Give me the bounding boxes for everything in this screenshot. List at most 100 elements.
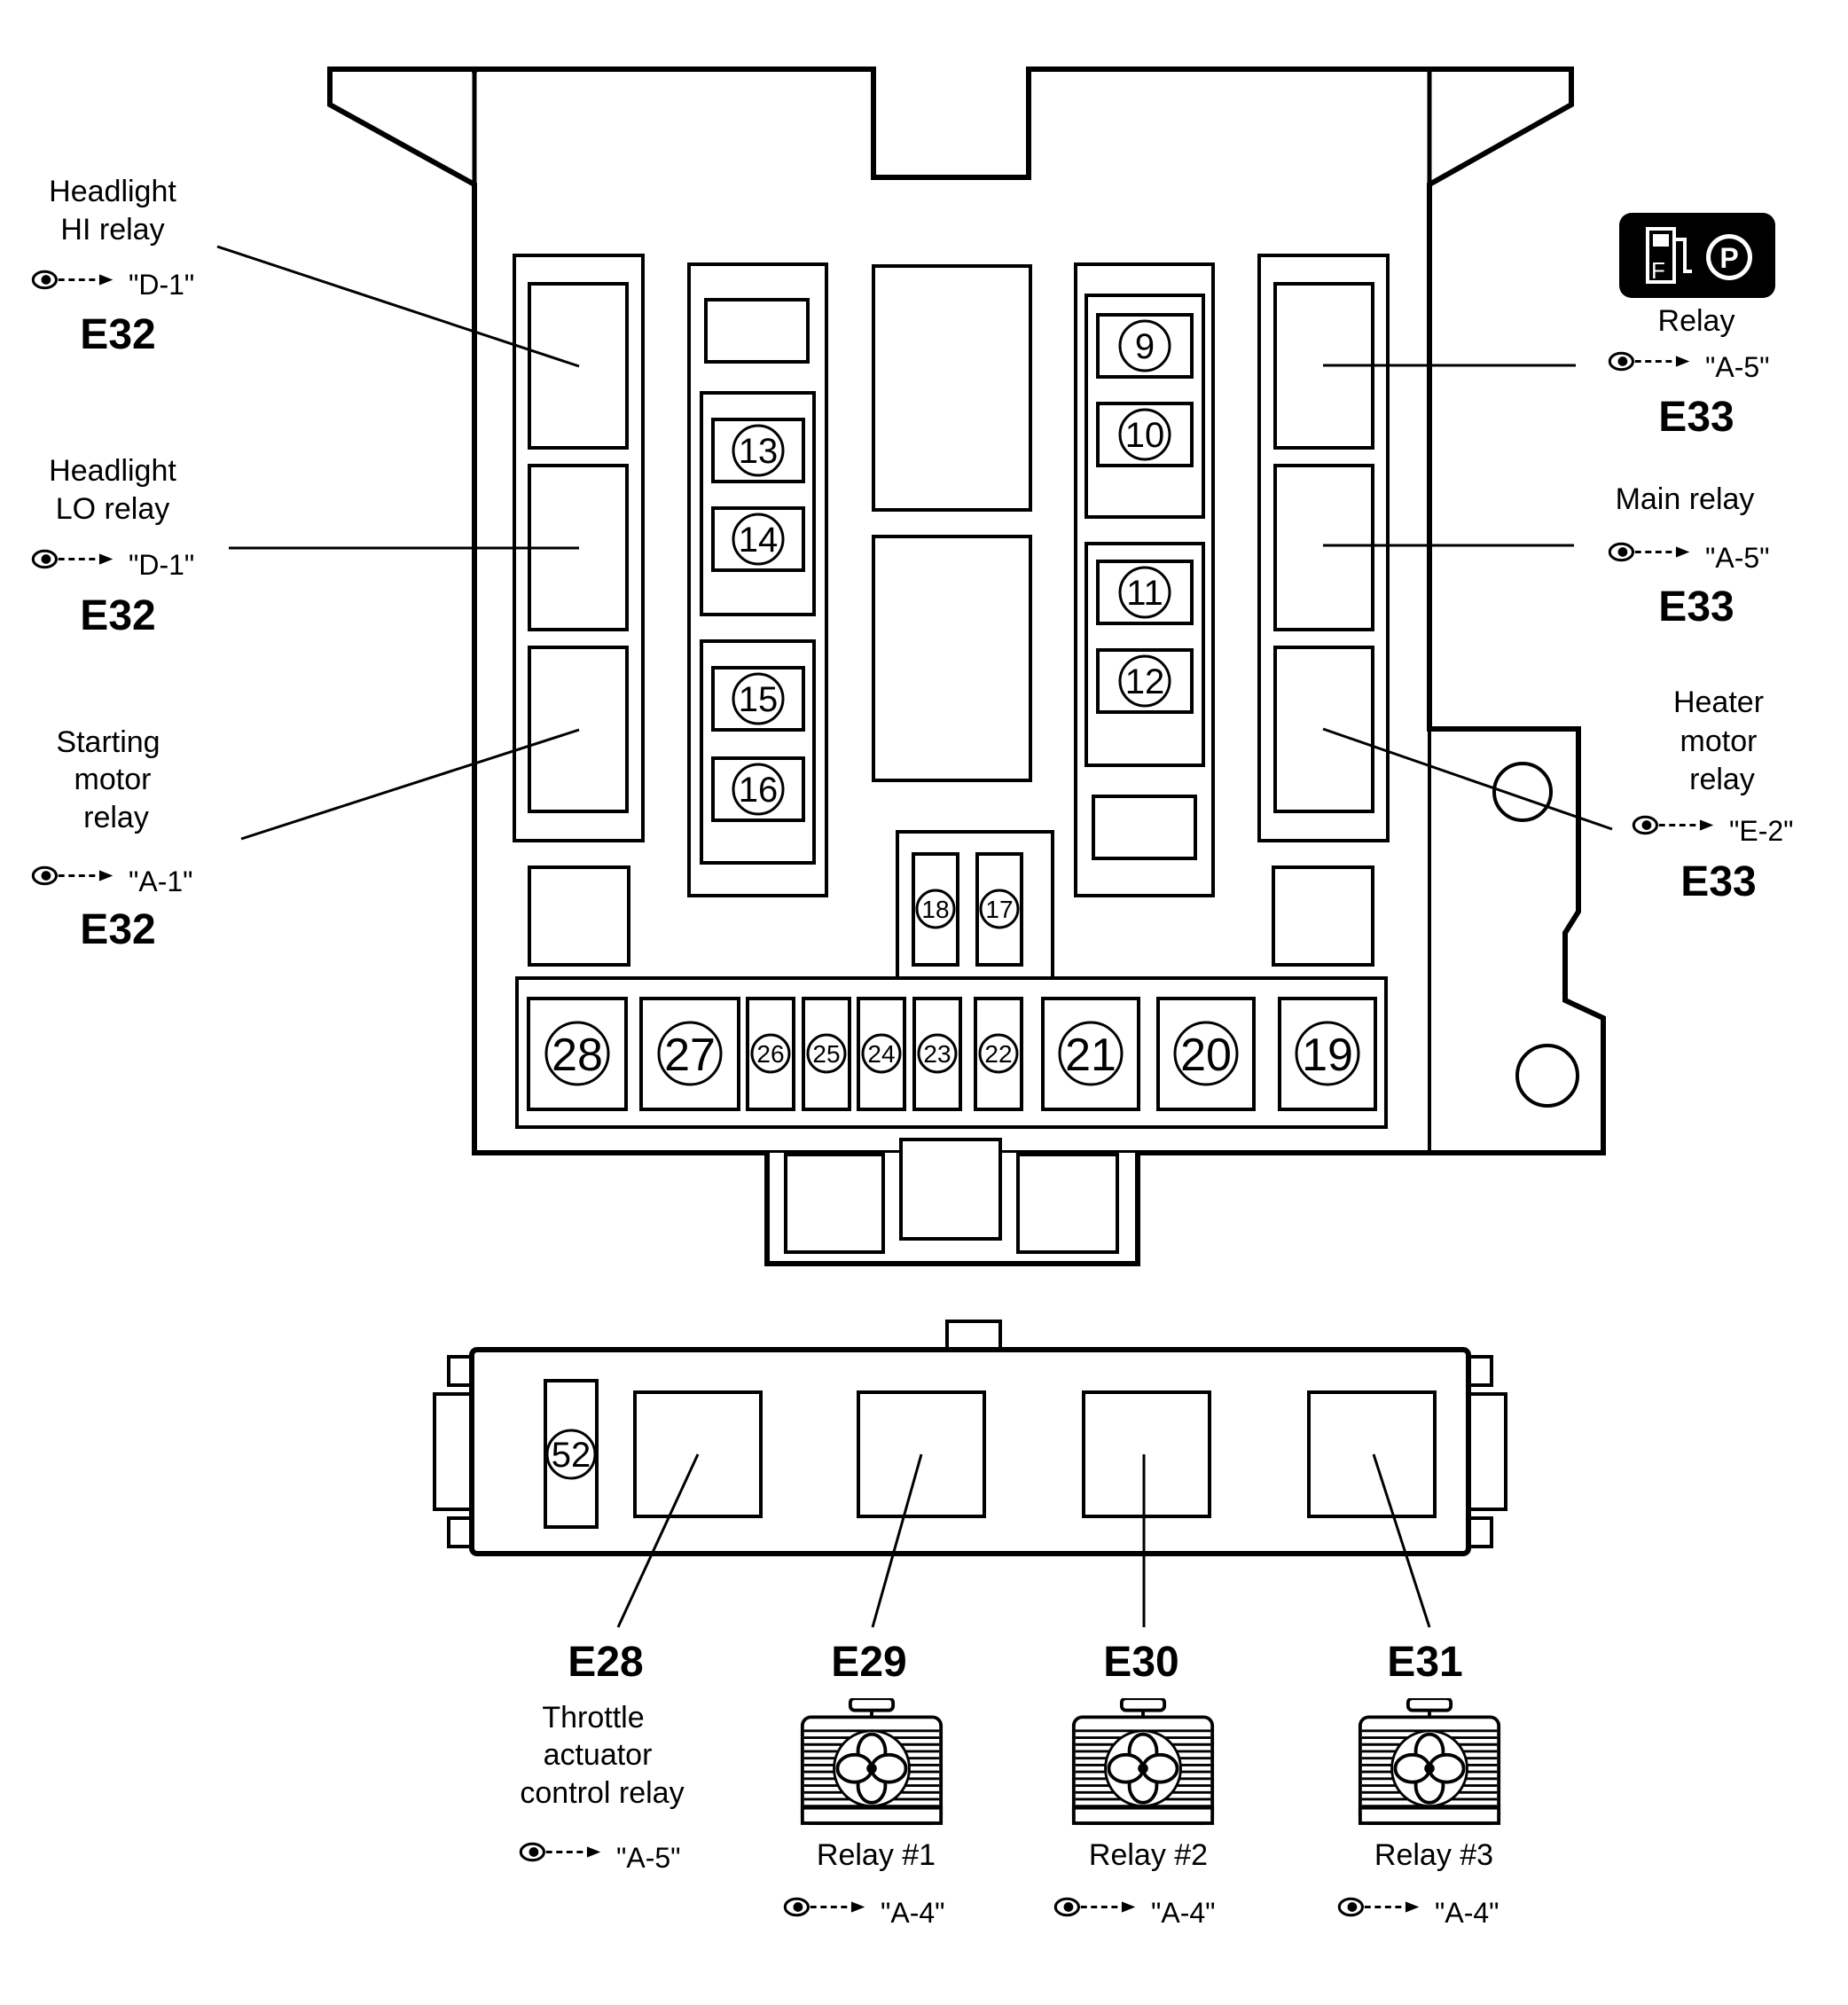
fuse-14: 14 (732, 513, 785, 566)
fuse-12: 12 (1118, 654, 1171, 708)
callout-label: Relay #1 (817, 1838, 936, 1872)
fuse-27: 27 (657, 1021, 723, 1086)
callout-fuel-relay: F P Relay "A-5" E33 (1608, 213, 1775, 441)
callout-label: LO relay (56, 492, 170, 526)
callout-fan-relay-3: E31 Relay #3 "A-4" (1337, 1639, 1501, 1929)
fuse-21-label: 21 (1065, 1030, 1116, 1081)
svg-text:P: P (1719, 242, 1738, 274)
callout-ref: "A-4" (1435, 1897, 1500, 1929)
fan-relay-2-slot (1082, 1390, 1211, 1518)
see-reference-icon (31, 549, 114, 569)
callout-label: Relay #3 (1374, 1838, 1493, 1872)
fuse-12-label: 12 (1125, 662, 1165, 701)
connector-code: E30 (1103, 1639, 1178, 1686)
fuse-11-label: 11 (1126, 574, 1163, 613)
fuse-16-label: 16 (739, 771, 779, 810)
connector-code: E33 (1658, 394, 1734, 441)
see-reference-icon (1608, 542, 1691, 562)
blank-slot (528, 865, 630, 967)
fuse-10: 10 (1118, 408, 1171, 461)
fuse-9-label: 9 (1135, 327, 1155, 366)
callout-label: actuator (544, 1738, 653, 1772)
fuse-24-label: 24 (867, 1040, 895, 1068)
callout-ref: "D-1" (129, 549, 194, 581)
callout-ref: "E-2" (1729, 815, 1794, 847)
see-reference-icon (31, 865, 114, 886)
connector-code: E32 (80, 906, 155, 953)
see-reference-icon (1632, 815, 1715, 835)
fuse-18: 18 (915, 889, 956, 929)
callout-label: relay (1689, 763, 1755, 796)
fuse-20-label: 20 (1180, 1030, 1232, 1081)
callout-starting-motor: Starting motor relay "A-1" E32 (31, 725, 193, 953)
callout-label: Relay (1658, 304, 1735, 338)
connector-code: E32 (80, 592, 155, 639)
upper-relay-box (327, 67, 1606, 1266)
callout-label: motor (1680, 724, 1758, 758)
callout-label: Headlight (49, 175, 176, 208)
radiator-fan-icon (800, 1698, 944, 1825)
callout-ref: "A-4" (1151, 1897, 1216, 1929)
mounting-hole (1492, 762, 1553, 822)
fuse-numbers: 9 10 11 12 13 14 15 16 18 17 28 27 26 25… (544, 319, 1360, 1086)
connector-code: E33 (1658, 583, 1734, 630)
callout-heater-motor: Heater motor relay "E-2" E33 (1632, 685, 1794, 905)
callout-label: Relay #2 (1089, 1838, 1208, 1872)
fuse-16: 16 (732, 763, 785, 816)
callout-ref: "D-1" (129, 269, 194, 301)
callout-main-relay: Main relay "A-5" E33 (1608, 482, 1770, 630)
fuse-10-label: 10 (1125, 416, 1165, 455)
connector-code: E28 (568, 1639, 643, 1686)
mounting-hole (1515, 1044, 1579, 1108)
blank-slot (1272, 865, 1374, 967)
fuse-15: 15 (732, 672, 785, 725)
fuse-25-label: 25 (812, 1040, 840, 1068)
fuse-24: 24 (861, 1033, 902, 1074)
fuse-14-label: 14 (739, 521, 779, 560)
fuse-19-label: 19 (1302, 1030, 1353, 1081)
callout-label: Starting (56, 725, 160, 759)
fuse-9: 9 (1118, 319, 1171, 372)
fuse-20: 20 (1173, 1021, 1239, 1086)
radiator-fan-icon (1071, 1698, 1215, 1825)
fuse-25: 25 (806, 1033, 847, 1074)
fuse-23: 23 (917, 1033, 958, 1074)
fuse-15-label: 15 (739, 680, 779, 719)
callout-label: Main relay (1616, 482, 1755, 516)
see-reference-icon (783, 1897, 866, 1917)
fuse-21: 21 (1058, 1021, 1124, 1086)
see-reference-icon (1337, 1897, 1421, 1917)
see-reference-icon (1608, 351, 1691, 372)
fuse-26-label: 26 (756, 1040, 784, 1068)
callout-headlight-lo: Headlight LO relay "D-1" E32 (31, 454, 194, 639)
connector-slot (899, 1138, 1002, 1241)
fuse-28-label: 28 (552, 1030, 603, 1081)
callout-fan-relay-2: E30 Relay #2 "A-4" (1053, 1639, 1216, 1929)
callout-ref: "A-4" (881, 1897, 945, 1929)
see-reference-icon (519, 1842, 602, 1862)
fuse-26: 26 (750, 1033, 791, 1074)
fuse-17-label: 17 (985, 896, 1013, 923)
connector-code: E31 (1387, 1639, 1462, 1686)
callout-ref: "A-5" (616, 1842, 681, 1874)
large-slot (872, 535, 1032, 782)
callout-label: Heater (1673, 685, 1764, 719)
fuse-11: 11 (1118, 566, 1171, 619)
blank-slot (704, 298, 810, 364)
fuse-52-label: 52 (552, 1436, 591, 1475)
lower-relay-box: 52 (433, 1320, 1507, 1556)
callout-ref: "A-5" (1705, 351, 1770, 383)
main-relay-slot (1273, 464, 1374, 631)
fuse-17: 17 (979, 889, 1020, 929)
connector-code: E32 (80, 311, 155, 358)
connector-slot (1016, 1153, 1119, 1254)
fuse-13: 13 (732, 424, 785, 477)
fuse-23-label: 23 (923, 1040, 951, 1068)
fuse-27-label: 27 (664, 1030, 716, 1081)
radiator-fan-icon (1358, 1698, 1501, 1825)
fuse-22: 22 (978, 1033, 1019, 1074)
callout-fan-relay-1: E29 Relay #1 "A-4" (783, 1639, 945, 1929)
callout-headlight-hi: Headlight HI relay "D-1" E32 (31, 175, 194, 358)
callout-label: Headlight (49, 454, 176, 488)
